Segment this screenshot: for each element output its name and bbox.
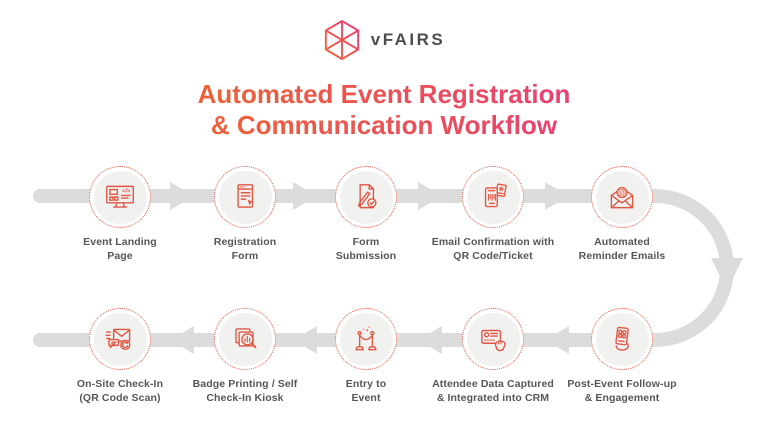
svg-text:</>: </> <box>122 189 131 195</box>
qr-code-ticket-icon <box>484 183 507 208</box>
reminder-emails-icon: @ <box>610 186 634 209</box>
step-label: Attendee Data Captured& Integrated into … <box>432 378 554 404</box>
step-circle: @ <box>591 166 653 228</box>
landing-page-icon: </> <box>106 185 134 208</box>
svg-text:@: @ <box>618 188 626 197</box>
crm-data-capture-icon <box>481 329 506 352</box>
onsite-checkin-icon <box>105 328 131 350</box>
arrow-left-icon <box>418 326 442 354</box>
event-entry-icon <box>355 326 377 351</box>
arrow-right-icon <box>545 182 569 210</box>
step-circle <box>462 166 524 228</box>
arrow-left-icon <box>545 326 569 354</box>
step-circle <box>214 308 276 370</box>
step-circle <box>89 308 151 370</box>
step-label: On-Site Check-In(QR Code Scan) <box>76 378 164 404</box>
form-submission-icon <box>357 184 377 209</box>
post-event-followup-icon <box>615 326 629 351</box>
arrow-left-icon <box>170 326 194 354</box>
step-circle <box>214 166 276 228</box>
page-title-line2: & Communication Workflow <box>210 110 558 140</box>
arrow-right-icon <box>293 182 317 210</box>
arrow-right-icon <box>418 182 442 210</box>
flow-curve-arrow-icon <box>654 189 743 347</box>
vfairs-hexagon-logo-icon <box>324 20 359 60</box>
brand-logo: vFAIRS <box>0 19 768 61</box>
step-circle <box>462 308 524 370</box>
badge-printing-icon <box>235 328 257 349</box>
arrow-left-icon <box>293 326 317 354</box>
step-circle <box>335 308 397 370</box>
step-post-event-followup: Post-Event Follow-up& Engagement <box>547 308 697 405</box>
step-circle <box>591 308 653 370</box>
registration-form-icon <box>237 184 254 208</box>
page-title: Automated Event Registration & Communica… <box>0 79 768 141</box>
step-onsite-checkin: On-Site Check-In(QR Code Scan) <box>45 308 195 405</box>
page-title-line1: Automated Event Registration <box>197 79 571 109</box>
step-attendee-data-crm: Attendee Data Captured& Integrated into … <box>418 308 568 405</box>
step-circle <box>335 166 397 228</box>
arrow-right-icon <box>170 182 194 210</box>
step-circle: </> <box>89 166 151 228</box>
brand-name: vFAIRS <box>370 30 446 49</box>
step-label: Post-Event Follow-up& Engagement <box>567 378 677 404</box>
